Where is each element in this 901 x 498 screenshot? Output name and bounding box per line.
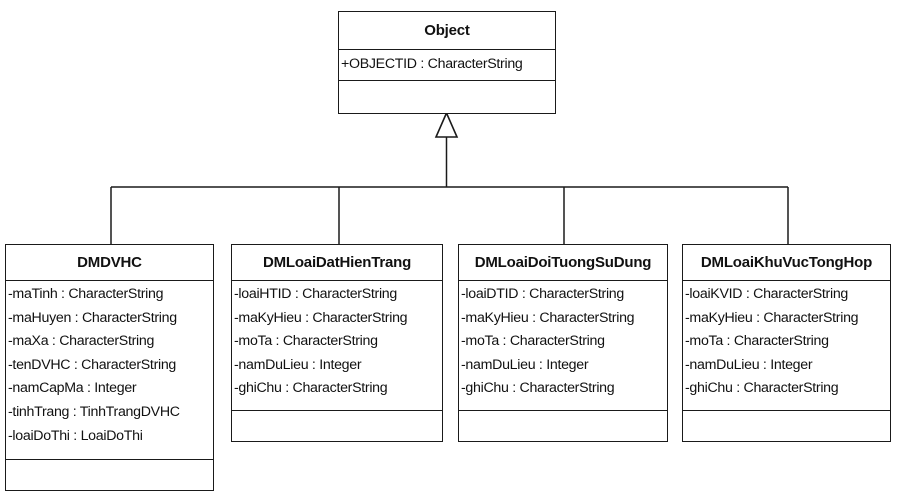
class-attribute: -loaiKVID : CharacterString	[685, 286, 849, 302]
class-attribute: +OBJECTID : CharacterString	[341, 56, 523, 72]
class-attribute: -loaiDoThi : LoaiDoThi	[8, 427, 143, 444]
generalization-arrowhead-icon	[434, 111, 459, 138]
class-attribute: -tenDVHC : CharacterString	[8, 356, 177, 373]
class-attributes: -maTinh : CharacterString -maHuyen : Cha…	[6, 281, 213, 460]
class-attributes: +OBJECTID : CharacterString	[339, 50, 555, 81]
class-attribute: -maKyHieu : CharacterString	[234, 309, 408, 326]
class-attribute: -namCapMa : Integer	[8, 380, 137, 397]
class-operations	[232, 411, 442, 441]
class-attribute: -ghiChu : CharacterString	[234, 380, 388, 397]
class-operations	[459, 411, 667, 441]
class-attribute: -ghiChu : CharacterString	[685, 380, 839, 397]
class-attribute: -moTa : CharacterString	[234, 333, 378, 350]
class-attribute: -namDuLieu : Integer	[685, 356, 813, 373]
class-attribute: -moTa : CharacterString	[685, 333, 829, 350]
class-object[interactable]: Object +OBJECTID : CharacterString	[338, 11, 556, 114]
class-attribute: -namDuLieu : Integer	[461, 356, 589, 373]
class-dmdvhc[interactable]: DMDVHC -maTinh : CharacterString -maHuye…	[5, 244, 214, 491]
class-attribute: -maXa : CharacterString	[8, 333, 155, 350]
class-name: DMLoaiDatHienTrang	[232, 245, 442, 281]
class-operations	[339, 81, 555, 113]
class-operations	[6, 460, 213, 490]
class-name: DMDVHC	[6, 245, 213, 281]
class-name: DMLoaiKhuVucTongHop	[683, 245, 890, 281]
class-attribute: -maKyHieu : CharacterString	[685, 309, 859, 326]
class-attribute: -tinhTrang : TinhTrangDVHC	[8, 403, 180, 420]
class-attribute: -ghiChu : CharacterString	[461, 380, 615, 397]
class-dmloaikhuvuctonghop[interactable]: DMLoaiKhuVucTongHop -loaiKVID : Characte…	[682, 244, 891, 442]
class-attribute: -loaiHTID : CharacterString	[234, 286, 397, 302]
class-attributes: -loaiDTID : CharacterString -maKyHieu : …	[459, 281, 667, 411]
class-operations	[683, 411, 890, 441]
class-attribute: -maTinh : CharacterString	[8, 286, 164, 302]
class-attributes: -loaiKVID : CharacterString -maKyHieu : …	[683, 281, 890, 411]
class-attribute: -moTa : CharacterString	[461, 333, 605, 350]
class-name: Object	[339, 12, 555, 50]
class-attribute: -maKyHieu : CharacterString	[461, 309, 635, 326]
class-dmloaidoituongsudung[interactable]: DMLoaiDoiTuongSuDung -loaiDTID : Charact…	[458, 244, 668, 442]
class-attribute: -maHuyen : CharacterString	[8, 309, 177, 326]
class-attribute: -loaiDTID : CharacterString	[461, 286, 624, 302]
class-dmloaidathientrang[interactable]: DMLoaiDatHienTrang -loaiHTID : Character…	[231, 244, 443, 442]
class-attributes: -loaiHTID : CharacterString -maKyHieu : …	[232, 281, 442, 411]
class-name: DMLoaiDoiTuongSuDung	[459, 245, 667, 281]
class-attribute: -namDuLieu : Integer	[234, 356, 362, 373]
